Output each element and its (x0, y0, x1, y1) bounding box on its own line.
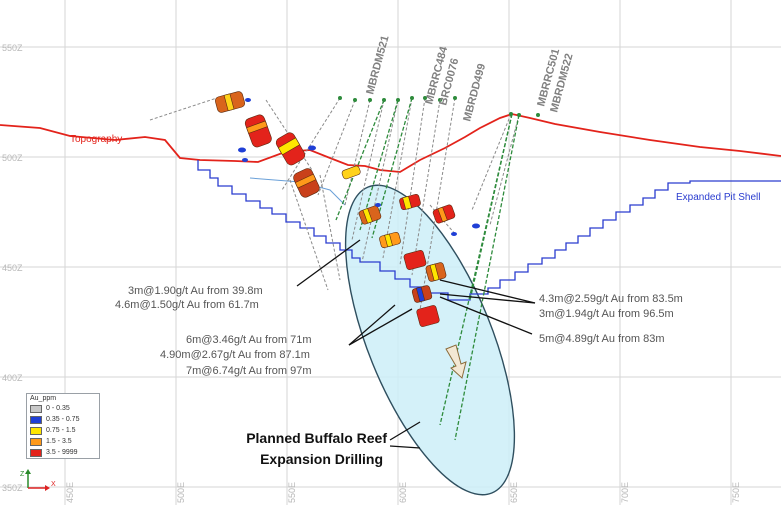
drill-traces (149, 96, 520, 311)
legend-swatch (30, 404, 42, 413)
x-tick-label: 450E (65, 482, 75, 503)
x-tick-label: 600E (398, 482, 408, 503)
legend-swatch (30, 437, 42, 446)
x-axis-labels: 450E 500E 550E 600E 650E 700E 750E (65, 482, 741, 503)
x-tick-label: 500E (176, 482, 186, 503)
legend-swatch (30, 448, 42, 457)
direction-arrow (445, 344, 467, 379)
planned-drilling-label: Planned Buffalo Reef Expansion Drilling (246, 430, 387, 467)
legend-label: 1.5 - 3.5 (46, 438, 72, 445)
legend: Au_ppm 0 - 0.35 0.35 - 0.75 0.75 - 1.5 1… (26, 393, 100, 459)
intercept-label: 3m@1.94g/t Au from 96.5m (539, 308, 674, 320)
planned-drill-traces (335, 97, 520, 441)
legend-item: 3.5 - 9999 (27, 447, 99, 458)
y-tick-label: 400Z (2, 373, 23, 383)
intercept-labels: 3m@1.90g/t Au from 39.8m 4.6m@1.50g/t Au… (115, 285, 683, 377)
intercept-label: 3m@1.90g/t Au from 39.8m (128, 285, 263, 297)
legend-item: 0.75 - 1.5 (27, 425, 99, 436)
z-axis-letter: Z (20, 471, 25, 478)
legend-swatch (30, 415, 42, 424)
assay-cylinders (215, 91, 456, 327)
topography-label: Topography (70, 134, 122, 145)
y-tick-label: 450Z (2, 263, 23, 273)
legend-swatch (30, 426, 42, 435)
intercept-label: 6m@3.46g/t Au from 71m (186, 334, 312, 346)
planned-label-line1: Planned Buffalo Reef (246, 430, 387, 446)
intercept-label: 7m@6.74g/t Au from 97m (186, 365, 312, 377)
axis-orientation-icon: Z X (20, 469, 56, 491)
y-tick-label: 550Z (2, 43, 23, 53)
legend-label: 0 - 0.35 (46, 405, 70, 412)
intercept-label: 4.3m@2.59g/t Au from 83.5m (539, 293, 683, 305)
x-tick-label: 700E (620, 482, 630, 503)
y-tick-label: 350Z (2, 483, 23, 493)
y-tick-label: 500Z (2, 153, 23, 163)
intercept-label: 4.6m@1.50g/t Au from 61.7m (115, 299, 259, 311)
callout-lines (296, 239, 536, 449)
x-tick-label: 650E (509, 482, 519, 503)
x-axis-letter: X (51, 481, 56, 488)
legend-item: 1.5 - 3.5 (27, 436, 99, 447)
pit-shell-line (197, 160, 781, 301)
x-tick-label: 550E (287, 482, 297, 503)
collar-markers (338, 96, 540, 117)
intercept-label: 5m@4.89g/t Au from 83m (539, 333, 665, 345)
legend-label: 0.35 - 0.75 (46, 416, 80, 423)
legend-item: 0 - 0.35 (27, 403, 99, 414)
legend-item: 0.35 - 0.75 (27, 414, 99, 425)
drillhole-label: MBRDM521 (364, 34, 391, 96)
legend-title: Au_ppm (30, 395, 57, 402)
legend-label: 3.5 - 9999 (46, 449, 78, 456)
drillhole-labels: MBRDM521 MBRRC484 BRC0076 MBRDD499 MBRRC… (364, 34, 575, 123)
drillhole-label: MBRDD499 (461, 62, 488, 122)
pit-shell-label: Expanded Pit Shell (676, 192, 761, 203)
planned-label-line2: Expansion Drilling (260, 451, 383, 467)
topography-line (0, 113, 781, 173)
low-grade-markers (238, 98, 480, 236)
x-tick-label: 750E (731, 482, 741, 503)
y-axis-labels: 550Z 500Z 450Z 400Z 350Z (2, 43, 23, 493)
legend-label: 0.75 - 1.5 (46, 427, 76, 434)
intercept-label: 4.90m@2.67g/t Au from 87.1m (160, 349, 310, 361)
